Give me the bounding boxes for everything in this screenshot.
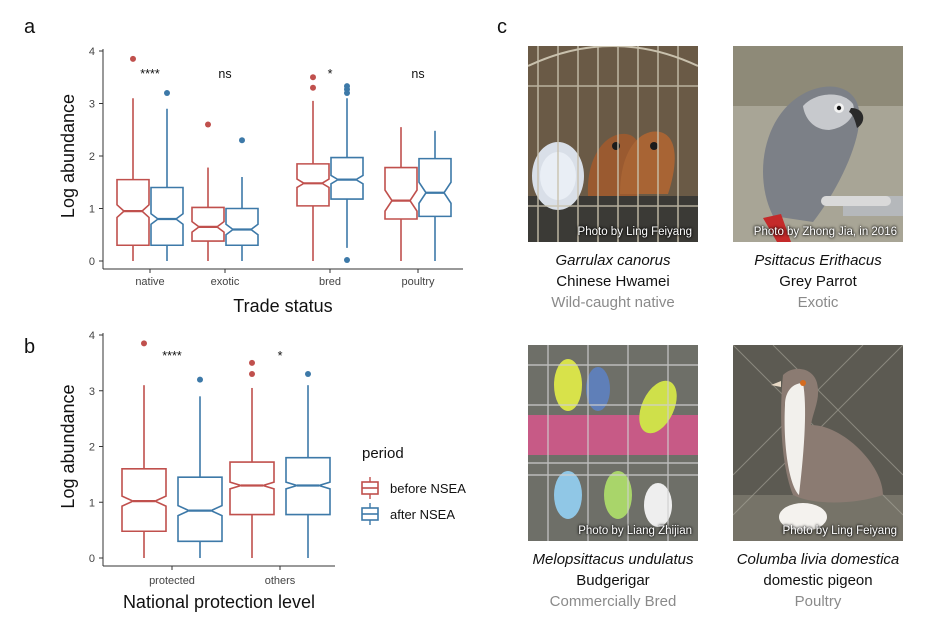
common-name: Grey Parrot <box>779 273 857 290</box>
notched-box <box>150 186 184 247</box>
y-tick-label: 2 <box>89 442 95 454</box>
photo-credit: Photo by Ling Feiyang <box>577 226 692 238</box>
y-tick-label: 0 <box>89 553 95 565</box>
box-a-after-nsea-exotic <box>225 137 259 261</box>
photo-card-pigeon: Photo by Ling Feiyang Columba livia dome… <box>733 345 903 610</box>
notched-box <box>384 166 418 220</box>
hwamei-in-cage-icon: Photo by Ling Feiyang <box>528 46 698 242</box>
x-tick-label: poultry <box>401 276 435 288</box>
trade-category: Poultry <box>794 593 842 610</box>
trade-category: Wild-caught native <box>551 294 675 311</box>
notched-box <box>225 207 259 247</box>
scientific-name: Columba livia domestica <box>736 551 900 568</box>
photo-card-hwamei: Photo by Ling Feiyang Garrulax canorus C… <box>528 46 698 311</box>
outlier-point <box>205 121 211 128</box>
y-axis-title: Log abundance <box>58 384 78 508</box>
significance-label: **** <box>140 67 160 81</box>
x-axis-title: National protection level <box>123 592 315 612</box>
y-axis-title: Log abundance <box>58 94 78 218</box>
significance-label: ns <box>411 67 424 81</box>
scientific-name: Melopsittacus undulatus <box>532 551 694 568</box>
panel-letter-a: a <box>24 16 36 38</box>
outlier-point <box>130 55 136 62</box>
outlier-point <box>249 359 255 366</box>
box-a-before-nsea-native <box>116 55 150 261</box>
box-a-after-nsea-native <box>150 90 184 261</box>
notched-box <box>330 156 364 200</box>
significance-label: * <box>278 349 283 363</box>
common-name: Budgerigar <box>576 572 650 589</box>
notched-box <box>191 206 225 242</box>
x-tick-label: others <box>265 575 296 587</box>
y-tick-label: 2 <box>89 151 95 163</box>
outlier-point <box>310 84 316 91</box>
legend-label: after NSEA <box>390 507 455 522</box>
scientific-name: Psittacus Erithacus <box>754 252 882 269</box>
y-tick-label: 4 <box>89 46 95 58</box>
x-tick-label: exotic <box>211 276 240 288</box>
significance-label: * <box>328 67 333 81</box>
y-tick-label: 0 <box>89 256 95 268</box>
legend-title: period <box>362 445 404 462</box>
common-name: domestic pigeon <box>763 572 873 589</box>
outlier-point <box>305 371 311 378</box>
significance-label: ns <box>218 67 231 81</box>
legend-label: before NSEA <box>390 481 466 496</box>
y-tick-label: 1 <box>89 204 95 216</box>
legend: period before NSEA after NSEA <box>361 445 466 525</box>
notched-box <box>177 476 223 543</box>
x-tick-label: protected <box>149 575 195 587</box>
photo-credit: Photo by Ling Feiyang <box>782 525 897 537</box>
outlier-point <box>344 83 350 90</box>
trade-category: Exotic <box>797 294 839 311</box>
outlier-point <box>197 376 203 383</box>
panel-letter-b: b <box>24 336 36 358</box>
scientific-name: Garrulax canorus <box>555 252 671 269</box>
box-b-after-nsea-others <box>285 371 331 558</box>
box-a-after-nsea-poultry <box>418 130 452 261</box>
photo-credit: Photo by Zhong Jia, in 2016 <box>753 226 897 238</box>
box-a-after-nsea-bred <box>330 83 364 263</box>
outlier-point <box>164 90 170 96</box>
x-tick-label: bred <box>319 276 341 288</box>
notched-box <box>121 468 167 533</box>
box-a-before-nsea-poultry <box>384 127 418 261</box>
notched-box <box>296 163 330 207</box>
common-name: Chinese Hwamei <box>556 273 670 290</box>
trade-category: Commercially Bred <box>549 593 677 610</box>
notched-box <box>116 178 150 247</box>
box-a-before-nsea-exotic <box>191 121 225 261</box>
outlier-point <box>249 371 255 378</box>
notched-box <box>229 461 275 516</box>
box-a-before-nsea-bred <box>296 74 330 261</box>
x-tick-label: native <box>135 276 164 288</box>
y-tick-label: 3 <box>89 386 95 398</box>
photo-card-budgerigar: Photo by Liang Zhijian Melopsittacus und… <box>528 345 698 610</box>
outlier-point <box>310 74 316 81</box>
outlier-point <box>141 340 147 347</box>
budgerigars-in-cage-icon: Photo by Liang Zhijian <box>528 345 698 541</box>
box-b-before-nsea-others <box>229 359 275 558</box>
photo-credit: Photo by Liang Zhijian <box>578 525 692 537</box>
significance-label: **** <box>162 349 182 363</box>
y-tick-label: 4 <box>89 330 95 342</box>
box-b-before-nsea-protected <box>121 340 167 558</box>
y-tick-label: 1 <box>89 497 95 509</box>
notched-box <box>418 157 452 218</box>
box-b-after-nsea-protected <box>177 376 223 558</box>
domestic-pigeon-icon: Photo by Ling Feiyang <box>733 345 903 541</box>
outlier-point <box>239 137 245 144</box>
x-axis-title: Trade status <box>233 296 332 316</box>
panel-letter-c: c <box>497 16 507 38</box>
grey-parrot-icon: Photo by Zhong Jia, in 2016 <box>733 46 903 242</box>
photo-card-grey-parrot: Photo by Zhong Jia, in 2016 Psittacus Er… <box>733 46 903 311</box>
y-tick-label: 3 <box>89 99 95 111</box>
outlier-point <box>344 256 350 263</box>
